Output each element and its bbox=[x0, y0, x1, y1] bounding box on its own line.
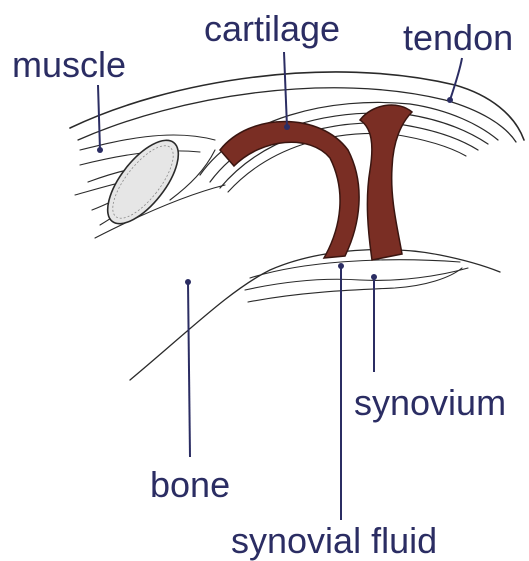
muscle-belly bbox=[95, 129, 191, 235]
label-tendon: tendon bbox=[403, 17, 513, 58]
cartilage-right bbox=[360, 105, 412, 260]
bone-outline bbox=[130, 250, 500, 380]
label-synovial-fluid: synovial fluid bbox=[231, 520, 437, 561]
pointer-cartilage bbox=[284, 52, 290, 130]
label-cartilage: cartilage bbox=[204, 8, 340, 49]
cartilage-left bbox=[220, 122, 359, 259]
label-bone: bone bbox=[150, 464, 230, 505]
pointer-muscle bbox=[97, 85, 103, 153]
label-synovium: synovium bbox=[354, 382, 506, 423]
label-muscle: muscle bbox=[12, 44, 126, 85]
pointer-tendon bbox=[447, 58, 462, 103]
pointer-bone bbox=[185, 279, 191, 457]
pointer-synovial-fluid bbox=[338, 263, 344, 520]
